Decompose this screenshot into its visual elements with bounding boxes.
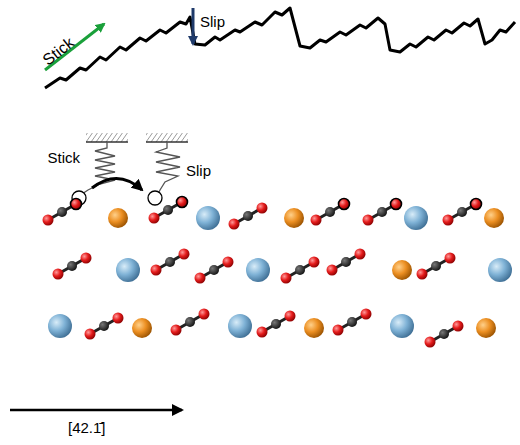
stick-label: Stick (47, 150, 80, 165)
crystal-row (43, 197, 505, 231)
crystal-row (53, 249, 513, 284)
friction-trace (45, 8, 515, 88)
slip-label: Slip (200, 14, 225, 29)
slip-label: Slip (186, 163, 211, 178)
direction-label: [42.1̄] (68, 420, 106, 435)
spring (156, 142, 180, 194)
tip-atom (148, 191, 162, 205)
support-hatch (86, 133, 128, 142)
spring (82, 142, 115, 194)
crystal-row (48, 309, 496, 348)
slip-jump-arrow (92, 178, 142, 190)
stick-label: Stick (40, 35, 77, 69)
support-hatch (146, 133, 188, 142)
direction-arrow (10, 409, 182, 412)
slip-arrow (192, 8, 195, 44)
